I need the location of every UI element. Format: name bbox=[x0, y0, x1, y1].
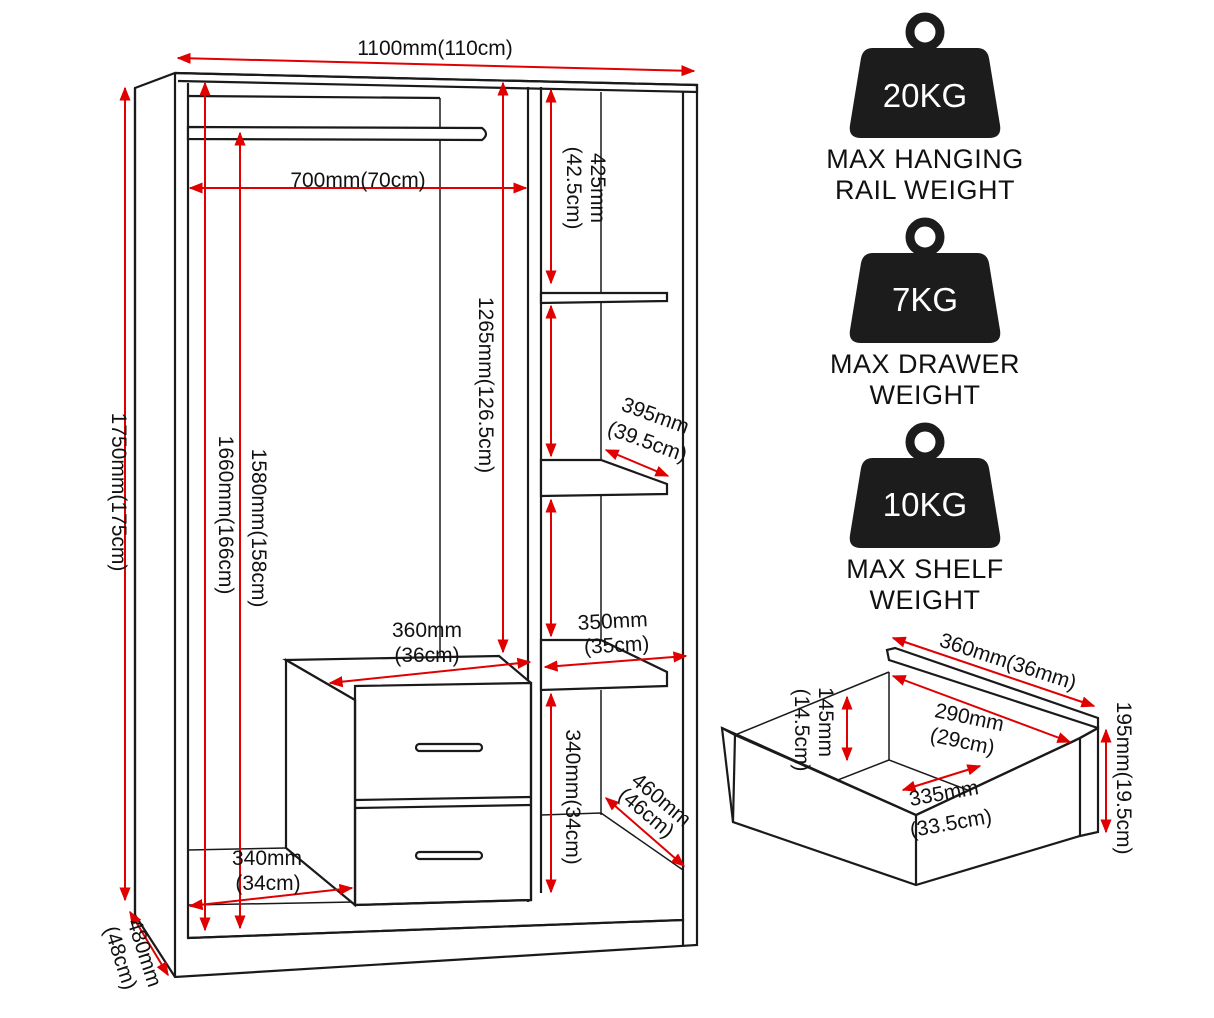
arrow-bottom-depth bbox=[604, 797, 686, 867]
wardrobe-dimension-arrows bbox=[119, 52, 696, 977]
label-inner-height: 1660mm(166cm) bbox=[214, 436, 237, 595]
weight-limit-7kg: 7KG MAX DRAWER WEIGHT bbox=[830, 217, 1020, 410]
label-rail-height: 1580mm(158cm) bbox=[247, 449, 270, 608]
label-hanging-width: 700mm(70cm) bbox=[290, 169, 425, 192]
shelf-1 bbox=[539, 291, 669, 305]
label-bottom-shelf: 340mm(34cm) bbox=[561, 729, 584, 864]
inner-top-edge bbox=[187, 94, 441, 100]
weight-limit-20kg: 20KG MAX HANGING RAIL WEIGHT bbox=[826, 12, 1024, 205]
wardrobe-plinth bbox=[187, 918, 685, 945]
label-shelf-width-mm: 350mm bbox=[577, 608, 648, 635]
label-drawer-outer-width: 360mm(36mm) bbox=[937, 629, 1079, 695]
arrow-shelf-depth bbox=[604, 449, 670, 477]
wardrobe-top-panel bbox=[174, 71, 699, 94]
weight-caption-line1: MAX HANGING bbox=[826, 144, 1024, 174]
weight-icon bbox=[849, 422, 1001, 548]
label-top-shelf-cm: (42.5cm) bbox=[562, 147, 585, 230]
label-top-shelf-mm: 425mm bbox=[586, 153, 609, 223]
weight-value-20kg: 20KG bbox=[883, 77, 967, 114]
label-drawer-unit-width-mm: 360mm bbox=[392, 619, 462, 642]
hanging-rail bbox=[186, 125, 488, 142]
weight-value-7kg: 7KG bbox=[892, 281, 958, 318]
arrow-depth bbox=[129, 910, 169, 977]
weight-caption-line2: RAIL WEIGHT bbox=[835, 175, 1015, 205]
weight-caption-line2: WEIGHT bbox=[870, 585, 981, 615]
arrow-shelf-width bbox=[543, 651, 688, 672]
label-drawer-inner-height-mm: 145mm bbox=[814, 687, 837, 757]
weight-caption-line1: MAX DRAWER bbox=[830, 349, 1020, 379]
drawer-handle-bottom bbox=[414, 850, 484, 861]
arrow-total-width bbox=[176, 52, 696, 77]
label-shelf-width-cm: (35cm) bbox=[583, 632, 649, 658]
label-drawer-front-height: 195mm(19.5cm) bbox=[1112, 702, 1135, 855]
weight-icon bbox=[849, 217, 1001, 343]
drawer-left-top-edge bbox=[734, 671, 890, 736]
drawer-right-top bbox=[1079, 727, 1099, 739]
drawer-handle-top bbox=[414, 742, 484, 753]
weight-caption-line1: MAX SHELF bbox=[846, 554, 1004, 584]
arrow-drawer-unit-width bbox=[328, 657, 532, 688]
weight-icon bbox=[849, 12, 1001, 138]
arrow-drawer-inner-depth bbox=[901, 764, 982, 792]
label-hanging-space: 1265mm(126.5cm) bbox=[474, 297, 497, 473]
label-drawer-unit-width-cm: (36cm) bbox=[394, 644, 459, 667]
weight-caption-line2: WEIGHT bbox=[870, 380, 981, 410]
weight-value-10kg: 10KG bbox=[883, 486, 967, 523]
drawer-separator bbox=[354, 803, 532, 810]
wardrobe-dimension-labels: 1100mm(110cm) 1750mm(175cm) 480mm (48cm)… bbox=[99, 37, 695, 993]
drawer-separator-2 bbox=[354, 795, 532, 802]
label-base-depth-mm: 340mm bbox=[232, 847, 302, 870]
label-drawer-inner-height-cm: (14.5cm) bbox=[790, 689, 813, 772]
arrow-base-depth bbox=[188, 883, 354, 911]
weight-limit-10kg: 10KG MAX SHELF WEIGHT bbox=[846, 422, 1004, 615]
drawer-dimension-arrows bbox=[841, 636, 1112, 834]
label-total-width: 1100mm(110cm) bbox=[357, 37, 513, 60]
label-total-height: 1750mm(175cm) bbox=[107, 413, 130, 572]
shelf-2 bbox=[539, 458, 669, 498]
label-base-depth-cm: (34cm) bbox=[235, 872, 300, 895]
arrow-drawer-inner-width bbox=[891, 675, 1072, 743]
